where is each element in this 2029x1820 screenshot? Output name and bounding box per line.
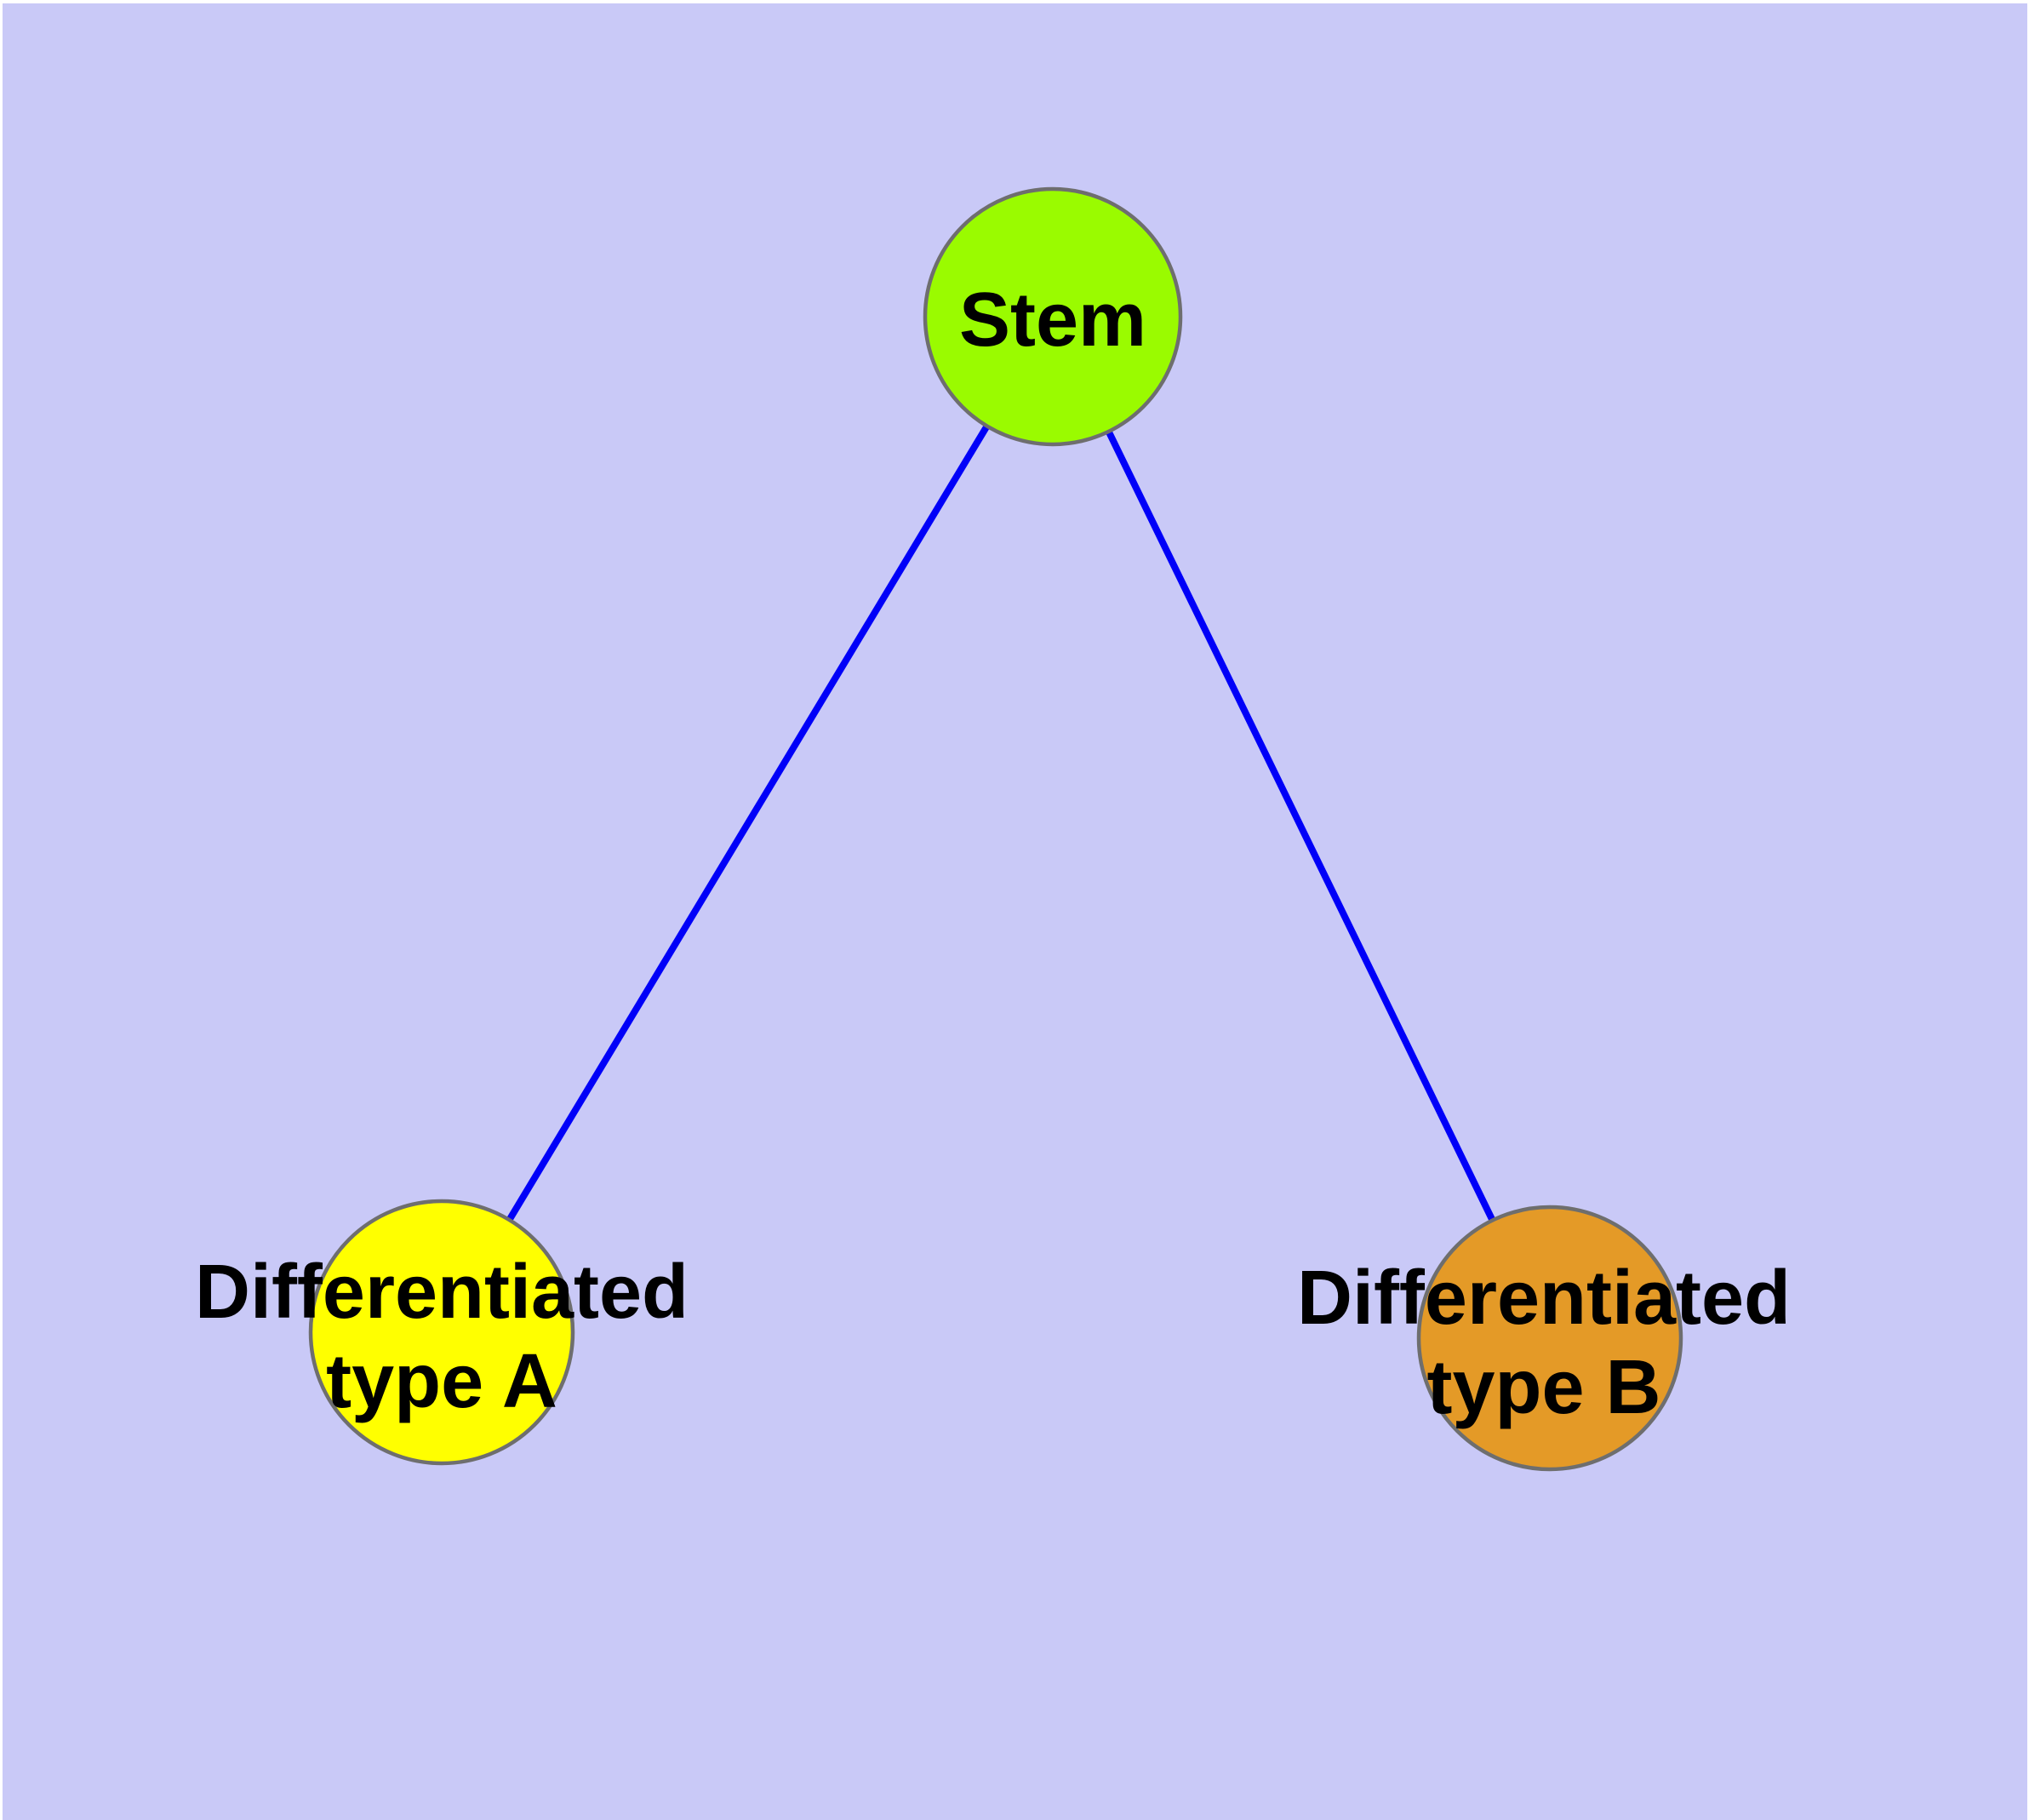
type-b-node-label-line1: Differentiated xyxy=(1297,1256,1791,1341)
differentiated-type-a-node xyxy=(308,1199,575,1466)
type-a-node-label-line1: Differentiated xyxy=(195,1250,689,1335)
type-b-node-label-line2: type B xyxy=(1426,1345,1660,1430)
differentiated-type-b-node xyxy=(1416,1205,1683,1472)
edge-stem-to-type-a xyxy=(438,314,1056,1335)
edge-stem-to-type-b xyxy=(1049,315,1553,1340)
type-a-node-label-line2: type A xyxy=(326,1339,557,1424)
stem-node-label: Stem xyxy=(959,278,1146,363)
stem-node xyxy=(923,186,1183,447)
